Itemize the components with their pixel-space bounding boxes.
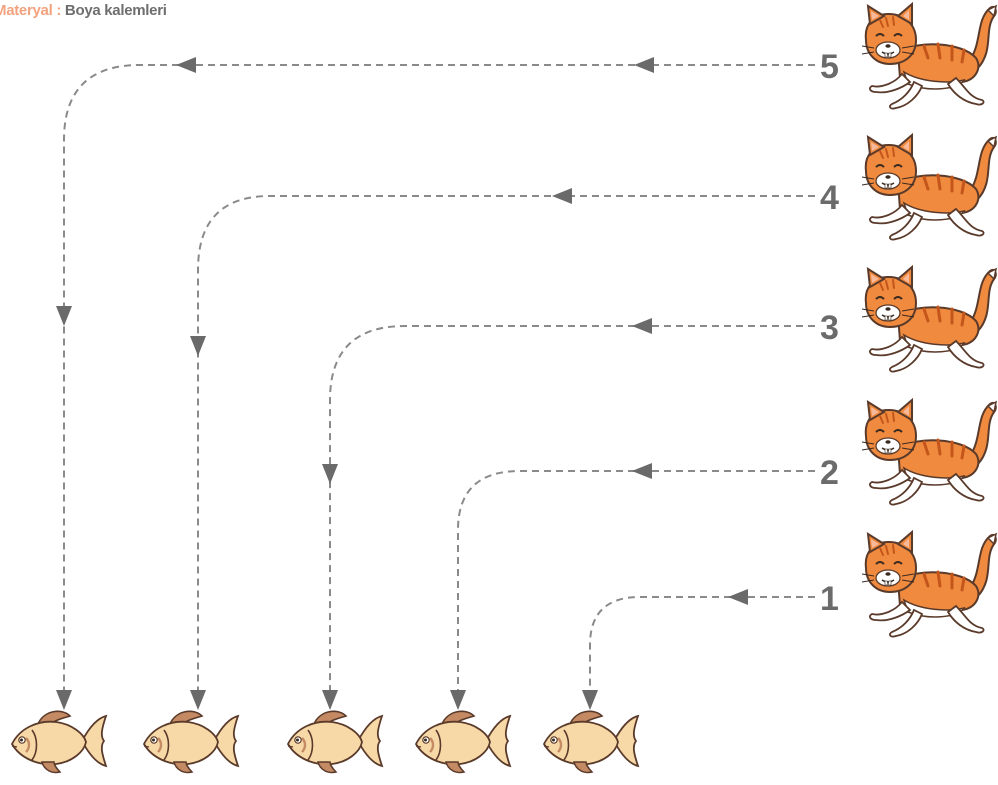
arrowhead-icon [56, 306, 72, 326]
fish-icon[interactable] [142, 710, 240, 774]
cat-icon[interactable] [860, 265, 998, 374]
arrowhead-icon [582, 690, 598, 710]
arrowhead-icon [190, 690, 206, 710]
arrowhead-icon [322, 464, 338, 484]
arrowhead-icon [450, 690, 466, 710]
row-number-5: 5 [820, 48, 839, 86]
row-number-3: 3 [820, 309, 839, 347]
arrowhead-icon [176, 57, 196, 73]
cats [860, 2, 998, 639]
fish-icon[interactable] [10, 710, 108, 774]
material-header: Materyal : Boya kalemleri [0, 2, 167, 19]
material-value: Boya kalemleri [64, 2, 167, 19]
arrowhead-icon [322, 690, 338, 710]
arrowhead-icon [632, 318, 652, 334]
path-row-5[interactable] [63, 64, 815, 690]
row-number-1: 1 [820, 580, 839, 618]
material-separator: : [56, 2, 62, 19]
fish-icon[interactable] [414, 710, 512, 774]
row-number-4: 4 [820, 179, 839, 217]
material-label: Materyal [0, 2, 53, 19]
arrowhead-icon [632, 463, 652, 479]
arrowhead-icon [552, 188, 572, 204]
fishes [10, 710, 640, 774]
dashed-paths [63, 64, 815, 690]
arrowhead-icon [190, 336, 206, 356]
fish-icon[interactable] [286, 710, 384, 774]
cat-icon[interactable] [860, 2, 998, 111]
arrowhead-icon [56, 690, 72, 710]
path-row-1[interactable] [589, 596, 815, 690]
arrowheads [56, 57, 748, 710]
path-row-3[interactable] [329, 325, 815, 690]
cat-icon[interactable] [860, 133, 998, 242]
arrowhead-icon [634, 57, 654, 73]
path-row-4[interactable] [197, 195, 815, 690]
fish-icon[interactable] [542, 710, 640, 774]
path-row-2[interactable] [457, 470, 815, 690]
cat-icon[interactable] [860, 530, 998, 639]
arrowhead-icon [728, 589, 748, 605]
cat-icon[interactable] [860, 398, 998, 507]
row-number-2: 2 [820, 454, 839, 492]
row-numbers: 5 4 3 2 1 [820, 48, 839, 618]
